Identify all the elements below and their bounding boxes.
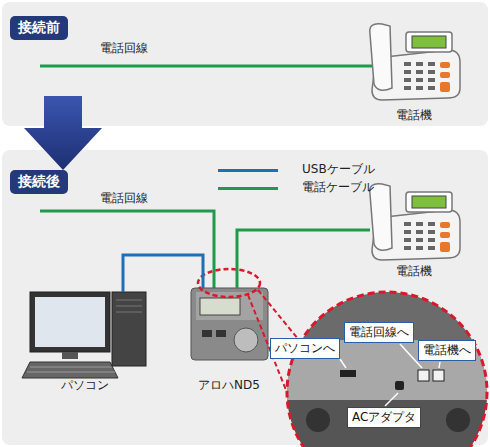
line-label: 電話回線 [100, 40, 148, 57]
node-label: 接続前 [18, 19, 60, 37]
legend-label: USBケーブル [302, 161, 375, 178]
section-tag: 接続前 [10, 16, 68, 40]
node-label: ACアダプタ [352, 409, 416, 426]
node-label: 電話機へ [423, 342, 471, 359]
callout-box: パソコンへ [270, 338, 340, 359]
cable [123, 255, 203, 292]
legend-label: 電話ケーブル [302, 179, 374, 196]
node-label: パソコン [22, 377, 148, 394]
node-label: パソコンへ [275, 340, 335, 357]
callout-box: 電話機へ [418, 340, 476, 361]
telephone: 電話機 [366, 14, 462, 124]
device: アロハND5 [186, 286, 272, 394]
line-label: 電話回線 [100, 190, 148, 207]
telephone: 電話機 [366, 176, 462, 280]
node-label: 電話回線へ [349, 324, 409, 341]
cable [237, 230, 370, 288]
computer: パソコン [22, 290, 148, 394]
section-tag: 接続後 [10, 170, 68, 194]
node-label: 電話機 [366, 107, 462, 124]
node-label: アロハND5 [186, 377, 272, 394]
node-label: 電話機 [366, 263, 462, 280]
callout-box: 電話回線へ [344, 322, 414, 343]
legend-swatch [218, 187, 278, 190]
node-label: 接続後 [18, 173, 60, 191]
legend-swatch [218, 169, 278, 172]
callout-box: ACアダプタ [347, 407, 421, 428]
